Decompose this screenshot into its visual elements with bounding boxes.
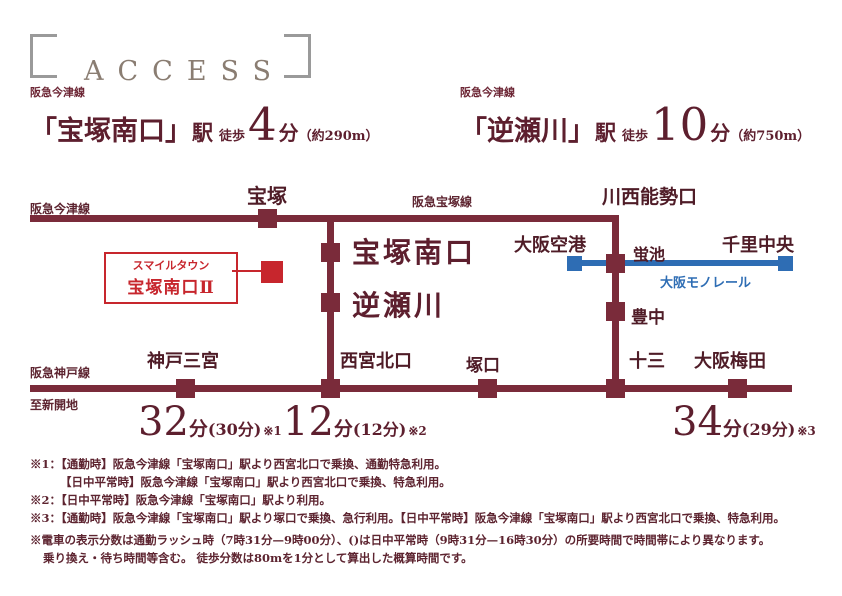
- nishinomiya-kitaguchi-station-marker: [321, 379, 340, 398]
- osaka-umeda-station-label: 大阪梅田: [694, 351, 766, 372]
- bracket-right-decoration: [284, 34, 311, 78]
- property-location-marker: [261, 261, 283, 283]
- line-name-label: 阪急今津線: [30, 86, 85, 99]
- takarazuka-minamiguchi-station-label: 宝塚南口: [352, 236, 477, 269]
- osaka-umeda-station-marker: [728, 379, 747, 398]
- time-footnote-ref: ※2: [408, 424, 427, 438]
- monorail-line-segment: [574, 260, 786, 266]
- page-title: ACCESS: [84, 56, 286, 88]
- hotarugaike-station-marker: [606, 254, 625, 273]
- kawanishi-noseguchi-station-label: 川西能勢口: [602, 186, 698, 208]
- osaka-airport-station-marker: [567, 256, 582, 271]
- minutes-unit: 分: [710, 121, 731, 145]
- station-name: 「宝塚南口」: [30, 116, 192, 147]
- sakasegawa-station-marker: [321, 293, 340, 312]
- toyonaka-station-label: 豊中: [631, 308, 665, 328]
- footnote-1: ※1：【通勤時】阪急今津線「宝塚南口」駅より西宮北口で乗換、通勤特急利用。: [30, 457, 447, 471]
- footnote-2: ※2：【日中平常時】阪急今津線「宝塚南口」駅より利用。: [30, 493, 332, 507]
- footnote-3: ※3：【通勤時】阪急今津線「宝塚南口」駅より塚口で乗換、急行利用。【日中平常時】…: [30, 511, 786, 525]
- senri-chuo-station-label: 千里中央: [722, 235, 794, 256]
- property-name-line1: スマイルタウン: [132, 259, 210, 272]
- takarazuka-station-label: 宝塚: [247, 184, 287, 208]
- property-callout: スマイルタウン 宝塚南口Ⅱ: [104, 252, 238, 304]
- imazu-takarazuka-line-segment: [30, 215, 619, 222]
- kobe-line-label: 阪急神戸線: [30, 366, 91, 380]
- tsukaguchi-station-label: 塚口: [466, 356, 500, 376]
- time-unit: 分: [333, 418, 353, 440]
- senri-chuo-station-marker: [778, 256, 793, 271]
- distance-label: （約750m）: [730, 129, 811, 144]
- distance-label: （約290m）: [298, 129, 379, 144]
- station-suffix: 駅: [595, 120, 616, 145]
- time-footnote-ref: ※1: [263, 424, 282, 438]
- time-footnote-ref: ※3: [797, 424, 816, 438]
- station-suffix: 駅: [192, 120, 213, 145]
- kobe-sannomiya-station-marker: [176, 379, 195, 398]
- footnote-1b: 【日中平常時】阪急今津線「宝塚南口」駅より西宮北口で乗換、特急利用。: [60, 475, 451, 489]
- kobe-line-segment: [30, 385, 792, 392]
- nishinomiya-kitaguchi-station-label: 西宮北口: [340, 351, 412, 372]
- osaka-airport-station-label: 大阪空港: [514, 235, 586, 256]
- toyonaka-station-marker: [606, 302, 625, 321]
- station-name: 「逆瀬川」: [460, 116, 595, 147]
- walk-label: 徒歩: [622, 129, 649, 144]
- time-offpeak: (29分): [741, 420, 796, 439]
- juso-station-marker: [606, 379, 625, 398]
- takarazuka-minamiguchi-station-marker: [321, 243, 340, 262]
- takarazuka-line-label: 阪急宝塚線: [412, 195, 473, 209]
- walk-label: 徒歩: [219, 129, 246, 144]
- property-name-line2: 宝塚南口Ⅱ: [127, 278, 215, 298]
- kobe-sannomiya-station-label: 神戸三宮: [147, 351, 219, 372]
- time-minutes: 32: [138, 399, 189, 445]
- tsukaguchi-station-marker: [478, 379, 497, 398]
- time-offpeak: (30分): [207, 420, 262, 439]
- takarazuka-station-marker: [258, 209, 277, 228]
- juso-station-label: 十三: [629, 351, 665, 372]
- footnote-5: 乗り換え・待ち時間等含む。 徒歩分数は80mを1分として算出した概算時間です。: [43, 551, 473, 565]
- property-callout-connector: [232, 270, 262, 272]
- line-name-label: 阪急今津線: [460, 86, 515, 99]
- to-shinkaichi-label: 至新開地: [30, 398, 79, 412]
- bracket-left-decoration: [30, 34, 57, 78]
- sakasegawa-station-label: 逆瀬川: [352, 289, 446, 322]
- minutes-unit: 分: [278, 121, 299, 145]
- time-unit: 分: [722, 418, 742, 440]
- walk-minutes: 10: [651, 98, 709, 151]
- time-minutes: 34: [672, 399, 723, 445]
- monorail-line-label: 大阪モノレール: [660, 276, 752, 291]
- time-offpeak: (12分): [352, 420, 407, 439]
- time-minutes: 12: [283, 399, 334, 445]
- footnotes: ※1：【通勤時】阪急今津線「宝塚南口」駅より西宮北口で乗換、通勤特急利用。 【日…: [30, 455, 830, 567]
- footnote-4: ※電車の表示分数は通勤ラッシュ時（7時31分—9時00分）、()は日中平常時（9…: [30, 533, 771, 547]
- time-unit: 分: [188, 418, 208, 440]
- hotarugaike-station-label: 蛍池: [633, 245, 666, 264]
- walk-minutes: 4: [248, 98, 277, 151]
- imazu-line-label: 阪急今津線: [30, 202, 91, 216]
